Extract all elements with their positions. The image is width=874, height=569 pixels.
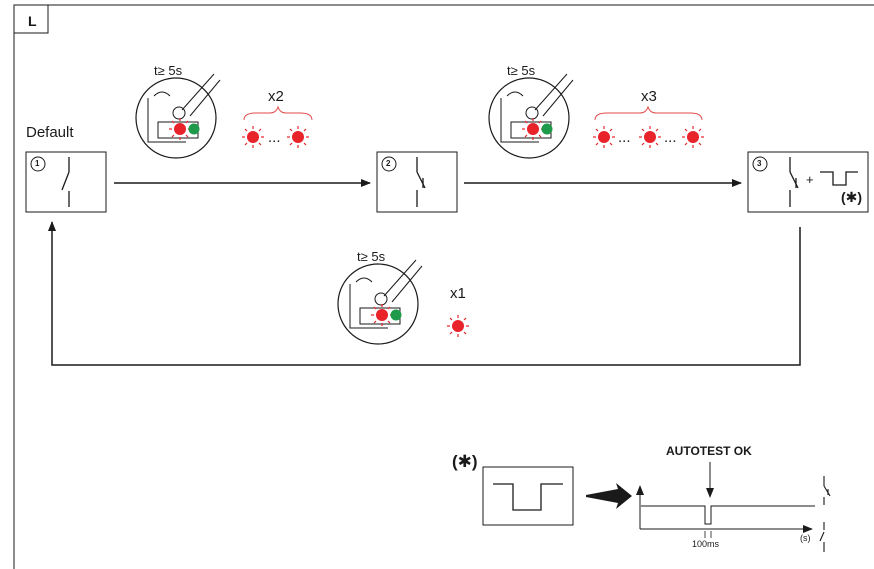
blink-bracket xyxy=(243,105,703,121)
red-led-icon xyxy=(286,125,310,149)
mode-number: 2 xyxy=(386,159,391,168)
press-time-label: t≥ 5s xyxy=(154,63,183,78)
led-blink-group xyxy=(241,125,705,338)
red-led-icon xyxy=(592,125,616,149)
mode-1-box xyxy=(25,151,107,213)
red-led-icon xyxy=(681,125,705,149)
red-led-icon xyxy=(638,125,662,149)
blink-count-label: x1 xyxy=(450,285,466,302)
mode-2-box xyxy=(376,151,458,213)
no-contact-symbol xyxy=(416,157,426,207)
blink-count-label: x2 xyxy=(268,88,284,105)
section-label: L xyxy=(28,13,37,29)
red-led-icon xyxy=(446,314,470,338)
blink-dots: ... xyxy=(618,129,631,146)
plus-sign: + xyxy=(806,172,814,187)
detail-marker: (✱) xyxy=(452,452,478,471)
red-led-icon xyxy=(241,125,265,149)
autotest-label: AUTOTEST OK xyxy=(666,444,752,458)
default-label: Default xyxy=(26,124,74,141)
pulse-symbol xyxy=(820,171,858,186)
mode-number: 1 xyxy=(35,159,40,168)
press-time-label: t≥ 5s xyxy=(507,63,536,78)
button-press-icon xyxy=(337,259,423,345)
blink-count-label: x3 xyxy=(641,88,657,105)
page-frame xyxy=(13,4,874,569)
axis-unit-label: (s) xyxy=(800,533,811,543)
note-marker: (✱) xyxy=(841,189,863,205)
timing-graph xyxy=(636,462,831,552)
blink-dots: ... xyxy=(268,129,281,146)
nc-contact-symbol xyxy=(61,157,70,207)
no-contact-symbol xyxy=(789,157,799,207)
blink-dots: ... xyxy=(664,129,677,146)
button-press-icon xyxy=(488,73,574,159)
pulse-detail-box xyxy=(482,466,574,526)
arrow-3-to-1 xyxy=(48,221,801,366)
button-press-icon xyxy=(135,73,221,159)
mode-number: 3 xyxy=(757,159,762,168)
mode-3-box xyxy=(747,151,869,213)
big-arrow xyxy=(586,483,632,509)
pulse-duration-label: 100ms xyxy=(692,539,720,549)
flow-arrows xyxy=(48,179,801,366)
press-time-label: t≥ 5s xyxy=(357,249,386,264)
